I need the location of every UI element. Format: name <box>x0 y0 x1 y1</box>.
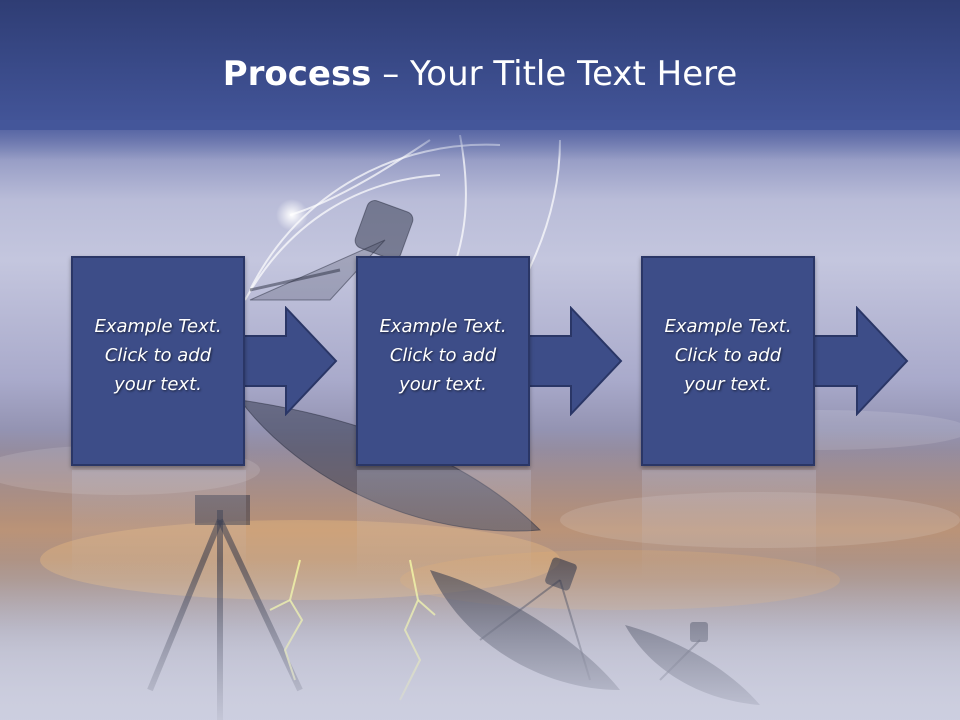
bottom-fade <box>0 560 960 720</box>
arrow-right-icon <box>813 306 909 416</box>
process-step-2[interactable]: Example Text. Click to add your text. <box>356 256 530 466</box>
step-2-text: Example Text. Click to add your text. <box>379 316 507 395</box>
arrow-right-icon <box>242 306 338 416</box>
arrow-right-icon <box>527 306 623 416</box>
title-band <box>0 0 960 130</box>
slide-title-bold: Process <box>222 54 372 94</box>
step-1-text: Example Text. Click to add your text. <box>94 316 222 395</box>
slide-title-rest: – Your Title Text Here <box>371 54 738 94</box>
title-band-fade <box>0 120 960 160</box>
process-step-1[interactable]: Example Text. Click to add your text. <box>71 256 245 466</box>
process-step-3[interactable]: Example Text. Click to add your text. <box>641 256 815 466</box>
slide-title[interactable]: Process – Your Title Text Here <box>0 52 960 96</box>
step-3-text: Example Text. Click to add your text. <box>664 316 792 395</box>
